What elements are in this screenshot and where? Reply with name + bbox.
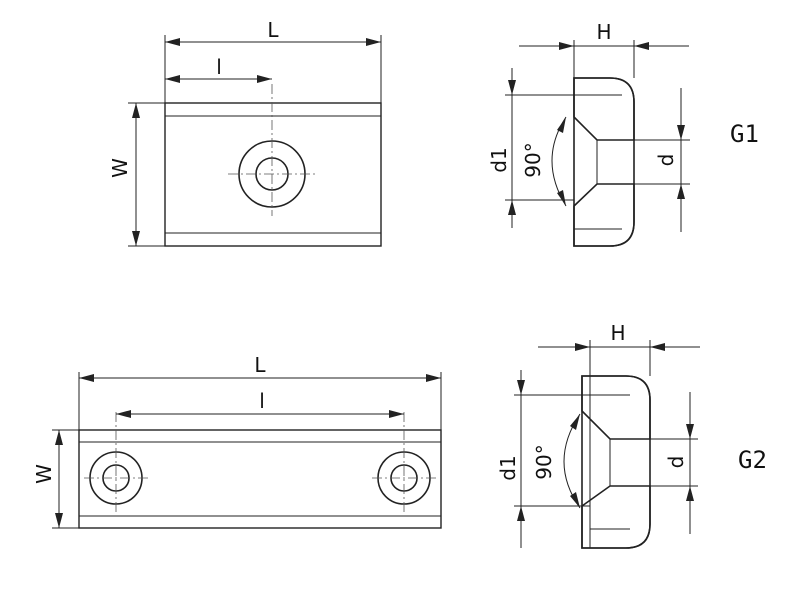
g1-hole-spacing-arrow-right [257,75,272,83]
g2-angle-label: 90° [532,444,556,479]
g2-length-arrow-right [426,374,441,382]
g1-outer-diameter-arrow-bottom [508,200,516,215]
g1-length-arrow-right [366,38,381,46]
g1-inner-diameter-arrow-top [677,125,685,140]
g1-section-upper-half [573,77,635,141]
g2-hole-spacing-arrow-left [116,410,131,418]
g2-label: G2 [738,446,767,474]
g2-body-outline [78,429,442,529]
g2-height-label: H [610,321,625,345]
g1-width-arrow-bottom [132,231,140,246]
g1-top-view: L l W [108,18,382,247]
g1-outer-diameter-label: d1 [487,147,511,172]
g2-section-upper-half [581,375,651,440]
g1-angle-arrow-bottom [557,190,566,206]
g2-outer-diameter-arrow-bottom [517,506,525,521]
g2-section-view: H d1 90° d G2 [496,321,767,549]
g2-inner-diameter-label: d [664,456,688,469]
g2-length-label: L [254,353,266,377]
g1-section-view: H d1 90° d G1 [487,20,759,247]
g2-angle-arrow-top [570,414,580,430]
g2-section-outline [581,375,651,549]
g1-body-outline [164,102,382,247]
g1-label: G1 [730,120,759,148]
g1-section-lower-half [573,183,635,247]
g2-width-arrow-top [55,430,63,445]
g1-height-arrow-right [634,42,649,50]
g2-hole-spacing-label: l [259,389,265,413]
g1-section-outline [573,77,635,247]
g2-angle-arc [563,413,581,509]
g1-angle-arrow-top [557,117,566,133]
g1-angle-label: 90° [521,142,545,177]
g2-outer-diameter-arrow-top [517,380,525,395]
g1-height-label: H [596,20,611,44]
g2-outer-diameter-label: d1 [496,455,520,480]
g2-angle-arrow-bottom [570,492,580,508]
g1-hole-spacing-label: l [216,55,222,79]
g1-width-label: W [108,158,132,178]
g1-outer-diameter-arrow-top [508,80,516,95]
g2-length-arrow-left [79,374,94,382]
g1-width-arrow-top [132,103,140,118]
g2-inner-diameter-arrow-top [686,424,694,439]
g1-hole-spacing-arrow-left [165,75,180,83]
g2-width-label: W [32,464,56,484]
g1-height-arrow-left [559,42,574,50]
g2-hole-spacing-arrow-right [389,410,404,418]
g2-height-arrow-right [650,343,665,351]
g1-length-label: L [267,18,279,42]
g1-inner-diameter-arrow-bottom [677,184,685,199]
g1-inner-diameter-label: d [654,154,678,167]
g2-section-lower-half [581,485,651,549]
g2-width-arrow-bottom [55,513,63,528]
g2-inner-diameter-arrow-bottom [686,486,694,501]
g2-top-view: L l W [32,353,442,529]
g2-height-arrow-left [575,343,590,351]
g1-length-arrow-left [165,38,180,46]
